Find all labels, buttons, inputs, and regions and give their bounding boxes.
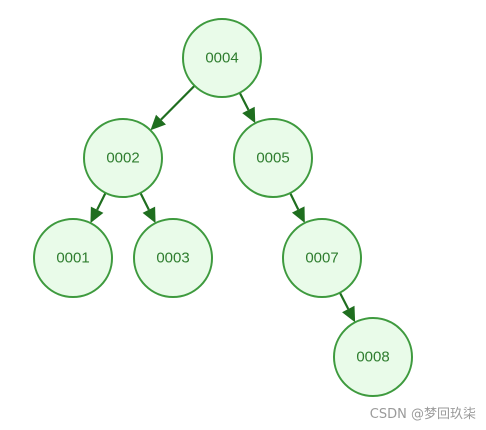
node-label: 0007 [305,250,338,267]
node-circle [333,317,413,397]
edge-line [139,192,150,211]
tree-node-0005: 0005 [233,118,313,198]
edge-arrowhead [291,206,305,223]
tree-node-0004: 0004 [182,18,262,98]
node-label: 0002 [106,150,139,167]
edge-n2-n1 [90,192,107,224]
edge-arrowhead [242,106,256,124]
edge-arrowhead [90,206,104,224]
node-label: 0003 [156,250,189,267]
edge-n4-n5 [238,92,256,124]
node-label: 0004 [205,50,238,67]
edges-layer [90,84,356,323]
nodes-layer: 0004 0002 0005 0001 0003 0007 0008 [33,18,413,397]
edge-n7-n8 [338,292,356,323]
node-circle [133,218,213,298]
node-label: 0001 [56,250,89,267]
edge-line [160,84,196,121]
edge-n4-n2 [150,84,196,131]
tree-node-0008: 0008 [333,317,413,397]
edge-line [238,92,250,111]
edge-n2-n3 [139,192,156,224]
edge-arrowhead [142,206,156,224]
node-circle [33,218,113,298]
node-circle [182,18,262,98]
edge-arrowhead [150,114,166,131]
tree-node-0007: 0007 [282,218,362,298]
edge-arrowhead [342,305,356,323]
edge-n5-n7 [289,192,305,223]
watermark-text: CSDN @梦回玖柒 [369,407,476,422]
node-circle [233,118,313,198]
edge-line [338,292,350,310]
edge-line [96,192,107,211]
edge-line [289,192,300,210]
tree-node-0003: 0003 [133,218,213,298]
node-label: 0005 [256,150,289,167]
node-label: 0008 [356,349,389,366]
node-circle [282,218,362,298]
tree-node-0002: 0002 [83,118,163,198]
tree-node-0001: 0001 [33,218,113,298]
node-circle [83,118,163,198]
